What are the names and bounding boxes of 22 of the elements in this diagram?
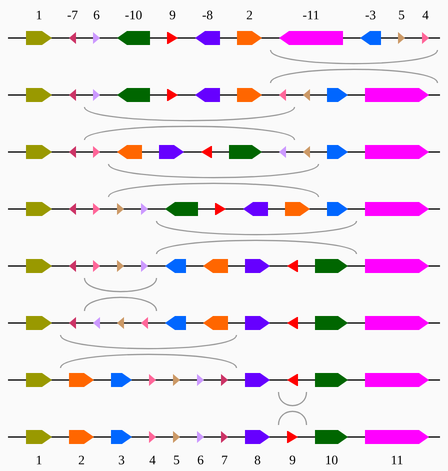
- gene-number: 2: [246, 10, 252, 20]
- gene-number: 6: [94, 10, 100, 20]
- gene-number: -7: [68, 10, 78, 20]
- gene-number: 11: [392, 456, 402, 464]
- gene-number: 9: [170, 10, 176, 20]
- gene-number: 4: [422, 10, 429, 20]
- gene-number: 4: [150, 456, 156, 464]
- gene-number: -11: [303, 10, 319, 20]
- gene-number: 10: [326, 456, 338, 464]
- gene-number: 2: [78, 456, 84, 464]
- gene-number: 3: [118, 456, 124, 464]
- gene-number: -3: [366, 10, 376, 20]
- gene-number: -10: [125, 10, 142, 20]
- gene-number: 5: [399, 10, 404, 20]
- gene-number: 1: [36, 10, 42, 20]
- gene-number: 7: [222, 456, 228, 464]
- gene-number: 6: [198, 456, 204, 464]
- gene-number: 5: [174, 456, 180, 464]
- gene-number: 1: [36, 456, 42, 464]
- gene-number: 9: [290, 456, 296, 464]
- gene-number: -8: [202, 10, 212, 20]
- gene-number: 8: [254, 456, 260, 464]
